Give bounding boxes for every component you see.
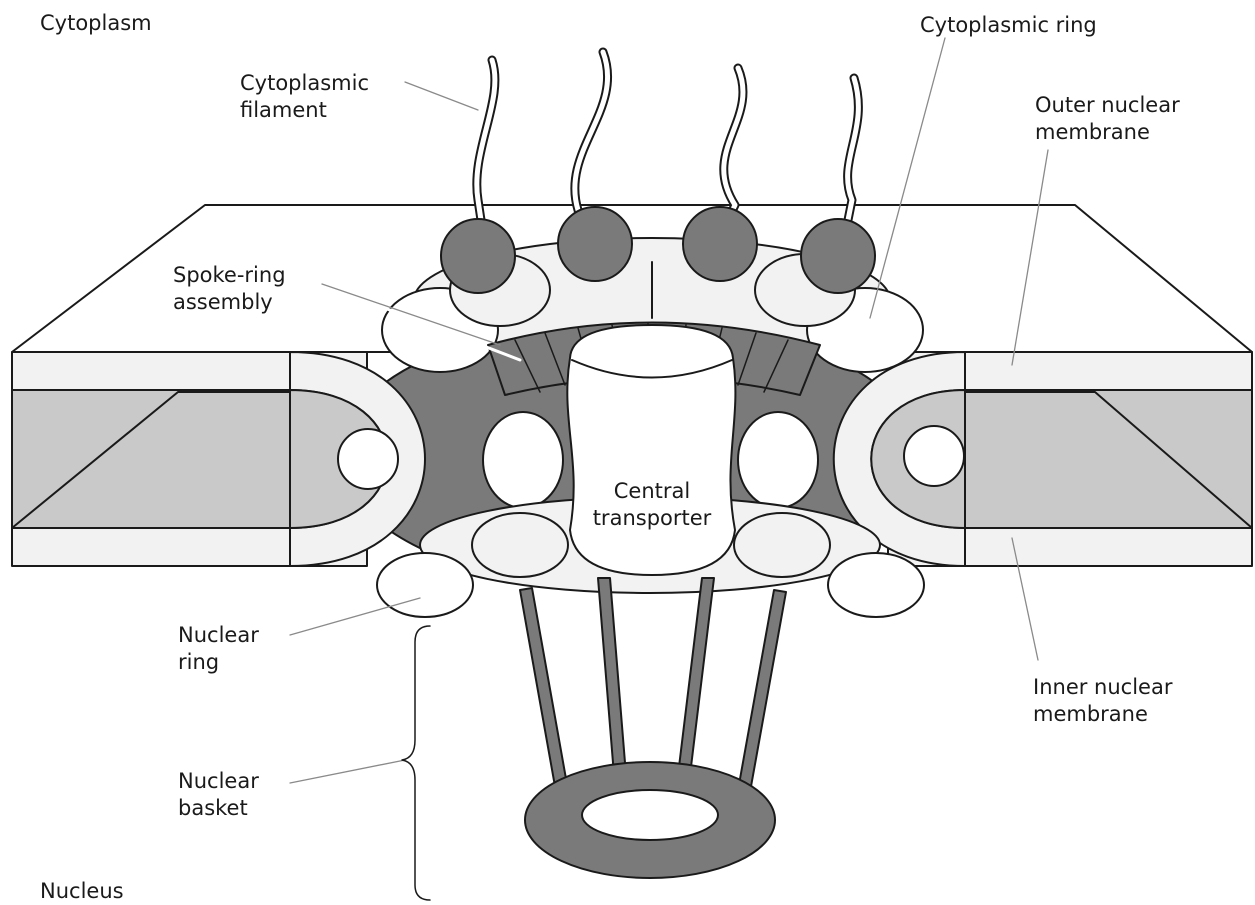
label-nuclear-ring: Nuclear ring xyxy=(178,622,259,676)
label-cytoplasmic-filament: Cytoplasmic filament xyxy=(240,70,369,124)
label-nucleus: Nucleus xyxy=(40,878,124,905)
leader-cytoplasmic-filament xyxy=(405,82,478,110)
label-nuclear-basket: Nuclear basket xyxy=(178,768,259,822)
central-transporter xyxy=(567,325,735,575)
label-spoke-ring-assembly: Spoke-ring assembly xyxy=(173,262,286,316)
label-outer-nuclear-membrane: Outer nuclear membrane xyxy=(1035,92,1180,146)
label-inner-nuclear-membrane: Inner nuclear membrane xyxy=(1033,674,1172,728)
leader-nuclear-ring xyxy=(290,598,420,635)
nuclear-basket-bracket xyxy=(402,626,430,900)
label-cytoplasm: Cytoplasm xyxy=(40,10,152,37)
label-cytoplasmic-ring: Cytoplasmic ring xyxy=(920,12,1097,39)
nuclear-basket xyxy=(520,578,786,878)
label-central-transporter: Central transporter xyxy=(586,478,718,532)
leader-nuclear-basket xyxy=(290,760,405,783)
